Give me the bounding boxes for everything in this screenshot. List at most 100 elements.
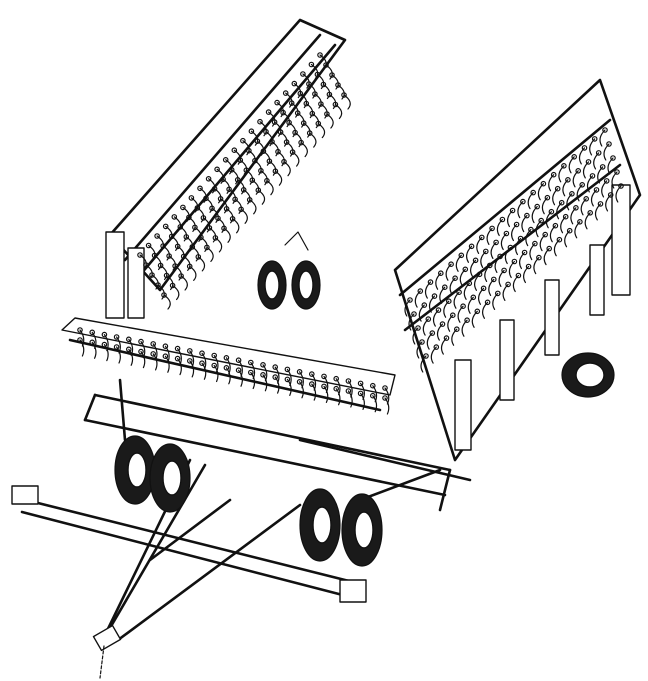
- spring-tine: [311, 383, 317, 401]
- tine-coil: [137, 252, 143, 258]
- spring-tine: [213, 364, 219, 383]
- tine-coil: [77, 337, 83, 343]
- tine-coil: [296, 378, 303, 385]
- tine-coil: [89, 339, 96, 346]
- tine-coil: [417, 288, 424, 294]
- tine-coil: [297, 90, 304, 97]
- tine-coil: [266, 158, 273, 165]
- tine-coil: [272, 364, 279, 370]
- tine-coil: [212, 235, 219, 241]
- tine-coil: [532, 240, 538, 247]
- tine-coil: [89, 329, 96, 336]
- tine-coil: [162, 353, 169, 360]
- tine-coil: [472, 257, 479, 264]
- tine-coil: [445, 298, 452, 305]
- spring-tine: [286, 378, 292, 396]
- crossbar-end-bracket: [11, 485, 39, 505]
- tine-coil: [178, 273, 184, 279]
- spring-tine: [335, 388, 341, 406]
- tine-coil: [599, 164, 606, 170]
- tine-coil: [357, 390, 364, 397]
- tine-coil: [429, 330, 436, 336]
- tine-coil: [265, 109, 272, 115]
- spring-tine: [128, 348, 134, 366]
- tine-coil: [174, 243, 181, 250]
- tine-coil: [269, 138, 275, 145]
- right-wing-post: [611, 184, 631, 296]
- tine-coil: [437, 270, 444, 277]
- tine-coil: [187, 358, 193, 364]
- frame-upright: [438, 468, 452, 512]
- tine-coil: [554, 185, 561, 192]
- tine-coil: [189, 244, 196, 250]
- tine-coil: [229, 216, 236, 222]
- tine-coil: [283, 139, 290, 145]
- tine-coil: [162, 223, 169, 230]
- spring-tine: [360, 392, 365, 410]
- tine-coil: [145, 242, 152, 249]
- gauge-wheel-bracket: [284, 231, 309, 251]
- tine-coil: [214, 166, 220, 173]
- tine-coil: [595, 150, 602, 156]
- spring-tine: [116, 346, 121, 364]
- tine-coil: [494, 290, 501, 297]
- tine-coil: [544, 194, 551, 201]
- tine-coil: [326, 91, 333, 98]
- tine-coil: [272, 168, 279, 175]
- tine-coil: [306, 81, 312, 87]
- tine-coil: [101, 341, 108, 348]
- spring-tine: [103, 344, 109, 362]
- tine-coil: [272, 374, 279, 380]
- tine-coil: [206, 225, 213, 231]
- tine-coil: [162, 343, 169, 350]
- tine-coil: [138, 348, 144, 355]
- tine-coil: [321, 383, 327, 390]
- transport-rim: [162, 460, 182, 496]
- tine-coil: [308, 61, 315, 68]
- gauge-wheel-pair: [257, 231, 321, 310]
- tongue-brace: [148, 498, 232, 562]
- tine-coil: [587, 210, 594, 216]
- tine-coil: [169, 282, 176, 289]
- spring-tine: [79, 339, 85, 357]
- tine-coil: [172, 263, 178, 269]
- tine-coil: [248, 369, 254, 376]
- tine-coil: [204, 244, 210, 251]
- tine-coil: [183, 234, 190, 240]
- tine-coil: [466, 280, 473, 287]
- tine-coil: [493, 239, 499, 246]
- tine-coil: [312, 91, 318, 97]
- rear-crossbar: [16, 496, 367, 587]
- crossbar-end-bracket: [339, 579, 367, 603]
- tine-coil: [562, 213, 569, 220]
- tine-coil: [573, 205, 579, 211]
- tine-coil: [138, 338, 144, 345]
- tine-coil: [505, 281, 511, 288]
- tine-coil: [126, 336, 132, 343]
- tine-coil: [484, 299, 491, 306]
- tine-coil: [289, 149, 296, 155]
- tine-coil: [291, 80, 298, 87]
- tine-coil: [308, 371, 315, 377]
- gauge-wheel-rim: [298, 270, 314, 300]
- tine-coil: [468, 243, 475, 250]
- tine-coil: [161, 292, 167, 298]
- tine-coil: [101, 331, 108, 338]
- spring-tine: [347, 390, 353, 408]
- right-wing-tines: [404, 127, 624, 373]
- tine-coil: [226, 186, 232, 193]
- tine-coil: [318, 101, 324, 107]
- right-wing-post: [544, 279, 560, 356]
- center-tine-section: [61, 317, 396, 415]
- tine-coil: [591, 136, 598, 142]
- tine-coil: [499, 216, 506, 223]
- tine-coil: [223, 354, 230, 361]
- hitch-clevis: [92, 624, 122, 652]
- tine-coil: [223, 364, 230, 371]
- tine-coil: [433, 344, 440, 350]
- gauge-wheel-rim: [264, 270, 280, 300]
- tine-coil: [507, 244, 514, 251]
- tine-coil: [517, 235, 524, 242]
- tine-coil: [486, 262, 493, 269]
